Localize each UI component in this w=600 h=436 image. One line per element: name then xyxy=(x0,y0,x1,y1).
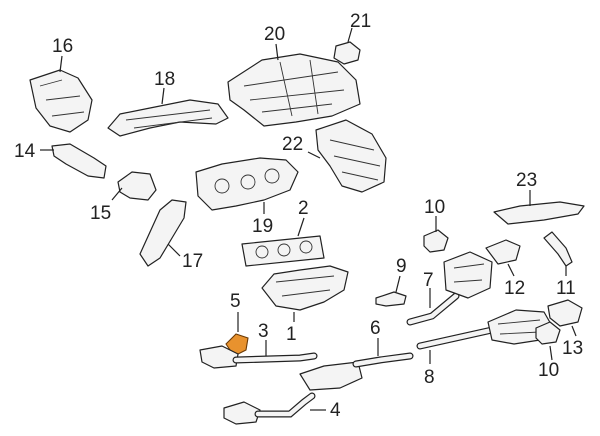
part-10-hanger-upper[interactable] xyxy=(423,229,449,253)
callout-2[interactable]: 2 xyxy=(298,198,309,219)
part-13-tail-tip[interactable] xyxy=(547,299,583,327)
callout-13[interactable]: 13 xyxy=(562,338,583,359)
leader-17 xyxy=(167,243,181,257)
part-16-heat-shield[interactable] xyxy=(29,69,93,133)
callout-4[interactable]: 4 xyxy=(330,400,341,421)
part-3-catalytic-converter[interactable] xyxy=(199,345,318,369)
leader-13 xyxy=(571,325,577,337)
part-21-bracket[interactable] xyxy=(333,41,361,65)
callout-14[interactable]: 14 xyxy=(14,141,36,162)
part-15-heat-shield[interactable] xyxy=(117,171,157,201)
part-22-heat-shield[interactable] xyxy=(315,119,387,193)
part-7-pipe[interactable] xyxy=(406,292,460,326)
leader-21 xyxy=(347,27,353,43)
part-10-hanger-lower[interactable] xyxy=(535,321,561,345)
part-17-heat-shield[interactable] xyxy=(139,199,187,267)
leader-10b xyxy=(549,345,553,361)
part-18-heat-shield[interactable] xyxy=(107,99,229,137)
callout-11[interactable]: 11 xyxy=(556,278,576,299)
callout-19[interactable]: 19 xyxy=(252,216,273,237)
leader-15 xyxy=(111,187,123,201)
leader-18 xyxy=(161,87,165,105)
leader-16 xyxy=(59,55,63,73)
callout-3[interactable]: 3 xyxy=(258,321,269,342)
leader-12 xyxy=(507,263,515,277)
part-6-intermediate-pipe[interactable] xyxy=(299,352,414,391)
callout-5[interactable]: 5 xyxy=(230,291,241,312)
part-11-hanger[interactable] xyxy=(543,231,573,267)
part-8-rear-pipe[interactable] xyxy=(416,309,553,350)
callout-20[interactable]: 20 xyxy=(264,24,285,45)
leader-22 xyxy=(307,151,321,159)
callout-7[interactable]: 7 xyxy=(423,270,434,291)
callout-10a[interactable]: 10 xyxy=(424,197,445,218)
callout-16[interactable]: 16 xyxy=(52,36,73,57)
leader-20 xyxy=(275,43,279,61)
part-20-heat-shield[interactable] xyxy=(227,53,361,127)
part-1-exhaust-manifold[interactable] xyxy=(261,265,349,311)
leader-9 xyxy=(395,275,401,293)
callout-1[interactable]: 1 xyxy=(286,324,297,345)
part-14-heat-shield[interactable] xyxy=(51,143,107,179)
part-2-manifold-gasket[interactable] xyxy=(241,235,325,267)
callout-21[interactable]: 21 xyxy=(350,11,371,32)
callout-18[interactable]: 18 xyxy=(154,69,175,90)
part-9-bracket[interactable] xyxy=(375,291,407,307)
part-19-manifold-shield[interactable] xyxy=(195,157,299,211)
callout-9[interactable]: 9 xyxy=(396,256,407,277)
part-muffler-upper[interactable] xyxy=(443,251,493,299)
part-12-tail-pipe[interactable] xyxy=(485,239,521,265)
callout-23[interactable]: 23 xyxy=(516,170,537,191)
callout-15[interactable]: 15 xyxy=(90,203,111,224)
callout-12[interactable]: 12 xyxy=(504,278,525,299)
callout-22[interactable]: 22 xyxy=(282,134,303,155)
callout-17[interactable]: 17 xyxy=(182,251,203,272)
leader-2 xyxy=(297,217,305,237)
part-23-heat-shield[interactable] xyxy=(493,201,585,225)
callout-8[interactable]: 8 xyxy=(424,367,435,388)
part-4-front-pipe[interactable] xyxy=(223,392,316,425)
callout-10b[interactable]: 10 xyxy=(538,360,559,381)
callout-6[interactable]: 6 xyxy=(370,318,381,339)
